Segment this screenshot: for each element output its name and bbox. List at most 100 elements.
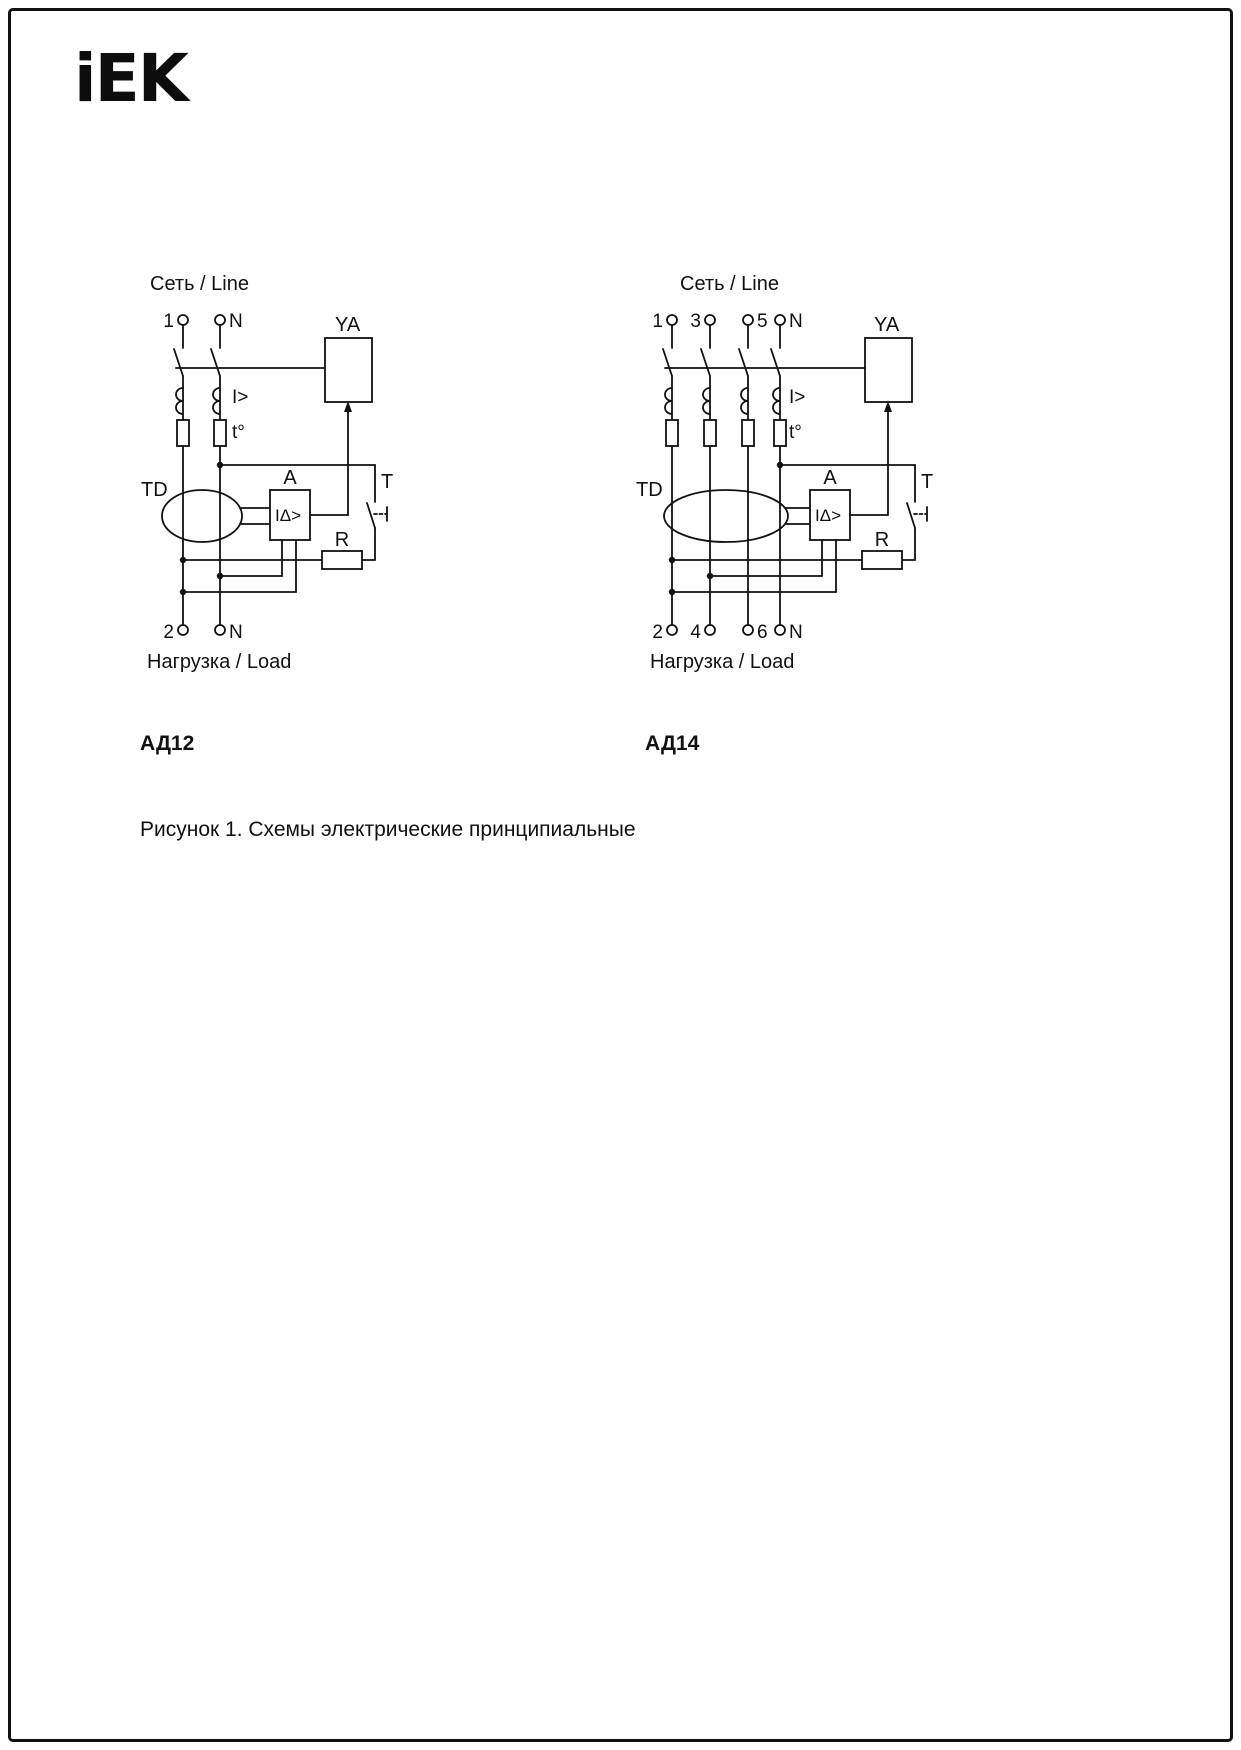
switch-blade <box>738 348 749 377</box>
switch-blade <box>700 348 711 377</box>
magnetic-release-coil <box>175 387 184 415</box>
ad14-schematic: Сеть / Line 1 3 5 N YA I> t° TD A IΔ> T … <box>636 273 933 673</box>
toroid-transformer <box>663 489 789 543</box>
test-button-blade <box>366 502 376 529</box>
magnetic-release-coil <box>702 387 711 415</box>
magnetic-release-coil <box>772 387 781 415</box>
terminal-circle <box>704 314 716 326</box>
thermal-label: t° <box>232 422 245 443</box>
thermal-release <box>703 419 717 447</box>
junction-dot <box>179 588 187 596</box>
figure-name-ad14: АД14 <box>645 732 700 755</box>
terminal-circle <box>742 624 754 636</box>
test-label: T <box>921 471 933 493</box>
resistor-label: R <box>335 529 349 551</box>
td-label: TD <box>141 479 168 501</box>
ad14-pole-1 <box>662 314 679 636</box>
ya-label: YA <box>874 314 900 336</box>
terminal-circle <box>774 624 786 636</box>
ad12-differential-block <box>161 401 352 543</box>
ad14-differential-block <box>663 401 892 543</box>
terminal-label-1: 1 <box>163 311 174 332</box>
test-label: T <box>381 471 393 493</box>
overcurrent-label: I> <box>232 387 248 408</box>
arrow-to-ya <box>884 401 892 412</box>
terminal-circle <box>214 314 226 326</box>
terminal-label-3: 3 <box>690 311 701 332</box>
test-resistor <box>321 550 363 570</box>
terminal-circle <box>666 314 678 326</box>
magnetic-release-coil <box>212 387 221 415</box>
magnetic-release-coil <box>664 387 673 415</box>
ad14-pole-n <box>770 314 787 636</box>
ad12-pole-1 <box>173 314 190 636</box>
ad12-schematic: Сеть / Line 1 N YA I> t° TD A IΔ> T R 2 … <box>141 273 393 673</box>
thermal-release <box>773 419 787 447</box>
ad12-pole-n <box>210 314 227 636</box>
arrow-to-ya <box>344 401 352 412</box>
terminal-circle <box>704 624 716 636</box>
ad14-bottom-wiring <box>668 461 863 596</box>
junction-dot <box>706 572 714 580</box>
terminal-label-6: 6 <box>757 622 768 643</box>
ad14-test-branch <box>779 464 928 570</box>
switch-blade <box>662 348 673 377</box>
test-resistor <box>861 550 903 570</box>
switch-blade <box>210 348 221 377</box>
line-label: Сеть / Line <box>150 273 249 295</box>
ya-release-box <box>864 337 913 403</box>
ad12-labels: Сеть / Line 1 N YA I> t° TD A IΔ> T R 2 … <box>141 273 393 673</box>
figure-name-ad12: АД12 <box>140 732 195 755</box>
figure-caption: Рисунок 1. Схемы электрические принципиа… <box>140 818 636 841</box>
terminal-circle <box>666 624 678 636</box>
thermal-release <box>176 419 190 447</box>
terminal-circle <box>742 314 754 326</box>
schematics-canvas: Сеть / Line 1 N YA I> t° TD A IΔ> T R 2 … <box>141 273 933 673</box>
terminal-label-n-top: N <box>229 311 243 332</box>
load-label: Нагрузка / Load <box>147 651 291 673</box>
thermal-release <box>213 419 227 447</box>
thermal-release <box>741 419 755 447</box>
terminal-label-n-bottom: N <box>229 622 243 643</box>
toroid-transformer <box>161 489 243 543</box>
junction-dot <box>668 556 676 564</box>
magnetic-release-coil <box>740 387 749 415</box>
iek-logo: iEK <box>74 40 189 117</box>
line-label: Сеть / Line <box>680 273 779 295</box>
amplifier-box <box>809 489 851 541</box>
terminal-label-2: 2 <box>652 622 663 643</box>
junction-dot <box>668 588 676 596</box>
terminal-circle <box>214 624 226 636</box>
ad14-pole-3 <box>700 314 717 636</box>
junction-dot <box>776 461 784 469</box>
switch-blade <box>770 348 781 377</box>
ya-release-box <box>324 337 373 403</box>
thermal-label: t° <box>789 422 802 443</box>
terminal-label-n-top: N <box>789 311 803 332</box>
load-label: Нагрузка / Load <box>650 651 794 673</box>
idelta-label: IΔ> <box>815 506 841 525</box>
junction-dot <box>216 461 224 469</box>
thermal-release <box>665 419 679 447</box>
idelta-label: IΔ> <box>275 506 301 525</box>
junction-dot <box>179 556 187 564</box>
ad12-bottom-wiring <box>179 461 323 596</box>
terminal-circle <box>177 624 189 636</box>
ad14-labels: Сеть / Line 1 3 5 N YA I> t° TD A IΔ> T … <box>636 273 933 673</box>
overcurrent-label: I> <box>789 387 805 408</box>
terminal-circle <box>177 314 189 326</box>
td-label: TD <box>636 479 663 501</box>
terminal-label-n-bottom: N <box>789 622 803 643</box>
amplifier-label: A <box>823 467 837 489</box>
amplifier-label: A <box>283 467 297 489</box>
test-button-blade <box>906 502 916 529</box>
ad14-pole-5 <box>738 314 755 636</box>
terminal-circle <box>774 314 786 326</box>
terminal-label-1: 1 <box>652 311 663 332</box>
terminal-label-2: 2 <box>163 622 174 643</box>
terminal-label-5: 5 <box>757 311 768 332</box>
switch-blade <box>173 348 184 377</box>
junction-dot <box>216 572 224 580</box>
ya-label: YA <box>335 314 361 336</box>
